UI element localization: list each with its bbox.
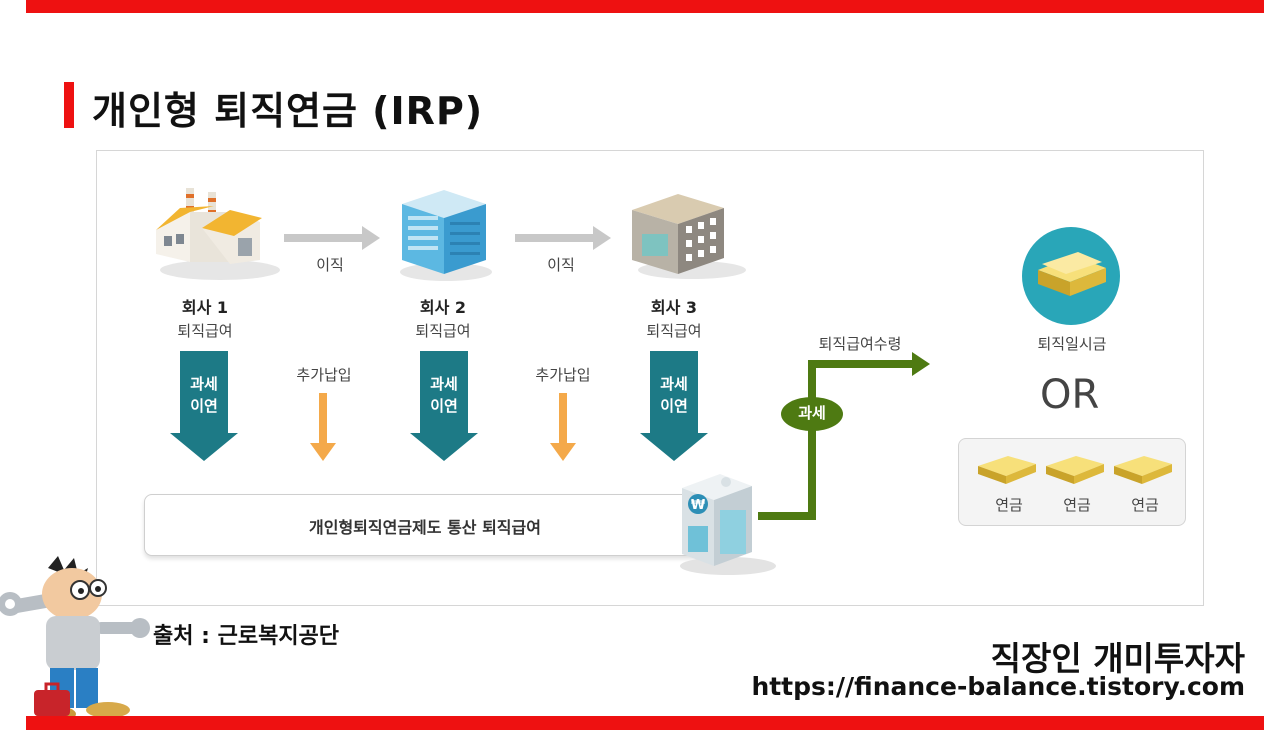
extra-payment-arrow-2 [550,393,576,461]
annuity-money-icon-2 [1046,456,1104,484]
move-label-2: 이직 [547,256,575,274]
tax-deferral-1-line1: 과세 [190,375,218,393]
annuity-label-1: 연금 [995,496,1023,514]
irp-integrated-box: 개인형퇴직연금제도 통산 퇴직급여 [144,494,706,556]
bottom-red-bar [26,716,1264,730]
tax-badge-label: 과세 [798,404,826,422]
extra-payment-arrow-1 [310,393,336,461]
source-credit: 출처 : 근로복지공단 [153,624,340,649]
tax-deferral-2-line2: 이연 [430,397,458,415]
extra-payment-label-2: 추가납입 [535,366,591,384]
annuity-label-2: 연금 [1063,496,1091,514]
tax-deferral-arrow-3 [640,351,708,461]
move-arrow-1 [284,226,380,250]
company-1-sub: 퇴직급여 [177,322,233,340]
annuity-money-icon-3 [1114,456,1172,484]
bank-building-icon: ₩ [680,474,776,575]
company-1-name: 회사 1 [181,298,229,317]
move-label-1: 이직 [316,256,344,274]
or-text: OR [1040,372,1100,418]
receipt-path-arrow [758,352,930,520]
tax-deferral-arrow-1 [170,351,238,461]
extra-payment-label-1: 추가납입 [296,366,352,384]
money-stack-icon [1038,252,1106,296]
company-3-name: 회사 3 [650,298,698,317]
mechanic-mascot-icon [0,556,150,722]
irp-integrated-label: 개인형퇴직연금제도 통산 퇴직급여 [309,518,541,537]
office-building-icon [400,190,492,281]
blog-url: https://finance-balance.tistory.com [751,672,1245,701]
company-3-sub: 퇴직급여 [646,322,702,340]
top-red-bar [26,0,1264,13]
move-arrow-2 [515,226,611,250]
receipt-label: 퇴직급여수령 [818,335,902,353]
tax-deferral-2-line1: 과세 [430,375,458,393]
tax-deferral-3-line1: 과세 [660,375,688,393]
title-accent-mark [64,82,74,128]
annuity-money-icon-1 [978,456,1036,484]
lump-sum-label: 퇴직일시금 [1037,335,1107,353]
tax-deferral-arrow-2 [410,351,478,461]
svg-text:₩: ₩ [691,498,706,513]
company-2-sub: 퇴직급여 [415,322,471,340]
factory-icon [156,188,280,280]
brand-name: 직장인 개미투자자 [990,639,1245,678]
company-2-name: 회사 2 [419,298,467,317]
tax-deferral-1-line2: 이연 [190,397,218,415]
building-icon [632,194,746,279]
annuity-label-3: 연금 [1131,496,1159,514]
page-title: 개인형 퇴직연금 (IRP) [92,89,484,133]
tax-deferral-3-line2: 이연 [660,397,688,415]
tax-badge [781,397,843,431]
